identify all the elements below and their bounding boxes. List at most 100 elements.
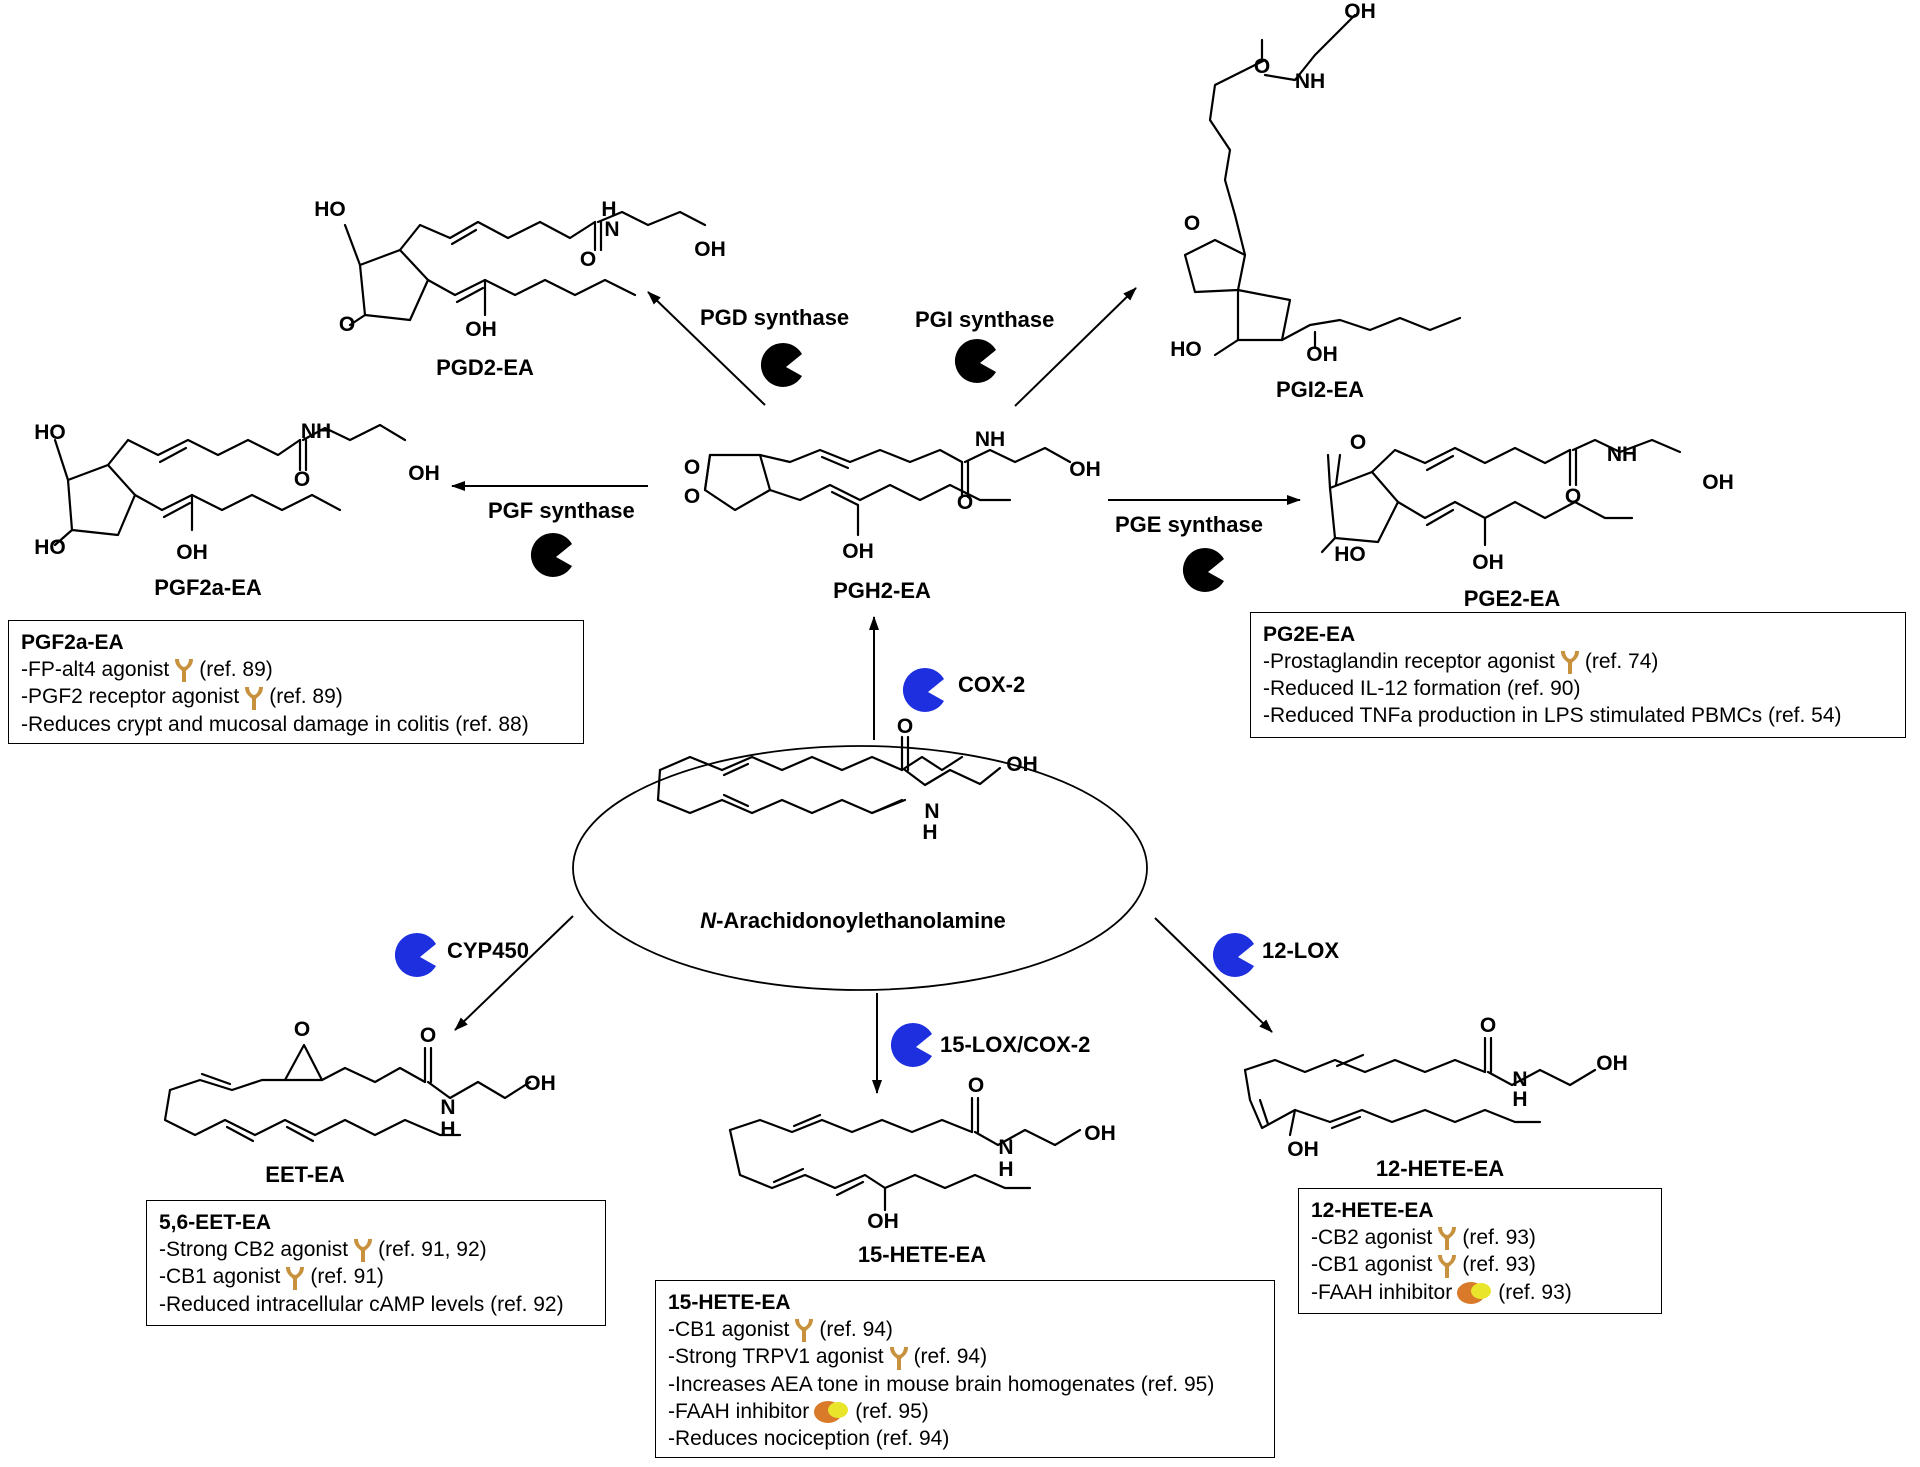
faah-blob-icon: [1457, 1282, 1492, 1305]
y-receptor-icon: [175, 659, 194, 683]
enzyme-label-cox2: COX-2: [958, 672, 1026, 697]
info-line: -Reduced IL-12 formation (ref. 90): [1263, 677, 1581, 701]
enzyme-label-pgi: PGI synthase: [915, 307, 1055, 332]
15hete-n-label: N: [998, 1136, 1014, 1159]
pgh2-nh-label: NH: [974, 428, 1006, 451]
info-line: -FAAH inhibitor(ref. 95): [668, 1398, 1260, 1425]
12hete-h-label: H: [1512, 1088, 1528, 1111]
pge2-ho-label: HO: [1334, 543, 1366, 566]
compound-name-pgd2: PGD2-EA: [436, 355, 534, 380]
pgh2-o1-label: O: [683, 456, 701, 479]
info-line: -Reduced intracellular cAMP levels (ref.…: [159, 1292, 564, 1316]
15hete-oh2-label: OH: [867, 1210, 899, 1233]
pge2-oh-label: OH: [1472, 551, 1504, 574]
info-box-15hete: 15-HETE-EA -CB1 agonist(ref. 94) -Strong…: [655, 1280, 1275, 1458]
pgf2a-oh2-label: OH: [408, 462, 440, 485]
info-box-title: 15-HETE-EA: [668, 1291, 791, 1314]
compound-name-15hete: 15-HETE-EA: [857, 1242, 987, 1267]
pge2-o2-label: O: [1564, 485, 1582, 508]
pgh2-oh2-label: OH: [842, 540, 874, 563]
pgh2-o-label: O: [956, 491, 974, 514]
compound-name-pge2: PGE2-EA: [1463, 586, 1561, 611]
info-box-title: 12-HETE-EA: [1311, 1199, 1434, 1222]
info-box-eet: 5,6-EET-EA -Strong CB2 agonist(ref. 91, …: [146, 1200, 606, 1326]
pgf2a-o-label: O: [293, 468, 311, 491]
pgd2-oh-label: OH: [694, 238, 726, 261]
info-line: -FP-alt4 agonist(ref. 89): [21, 656, 569, 683]
y-receptor-icon: [354, 1239, 373, 1263]
enzyme-label-15lox: 15-LOX/COX-2: [940, 1032, 1091, 1057]
pacman-enzyme-icon: [954, 338, 996, 383]
15hete-structure: [728, 1096, 1082, 1212]
pgi2-oh-label: OH: [1344, 0, 1376, 23]
info-line: -CB1 agonist(ref. 91): [159, 1263, 591, 1290]
y-receptor-icon: [1438, 1254, 1457, 1278]
pgd2-h-label: H: [601, 198, 617, 221]
pge2-nh-label: NH: [1606, 443, 1638, 466]
info-box-pgf2a: PGF2a-EA -FP-alt4 agonist(ref. 89) -PGF2…: [8, 620, 584, 744]
pgf2a-oh-label: OH: [176, 541, 208, 564]
pgf2a-structure: [53, 423, 407, 547]
info-line: -PGF2 receptor agonist(ref. 89): [21, 683, 569, 710]
pgf2a-ho2-label: HO: [34, 536, 66, 559]
info-line: -Prostaglandin receptor agonist(ref. 74): [1263, 648, 1891, 675]
arrow-to-12hete: [1154, 917, 1273, 1033]
eet-oh-label: OH: [524, 1072, 556, 1095]
pge2-structure: [1320, 438, 1682, 554]
12hete-oh2-label: OH: [1287, 1138, 1319, 1161]
compound-name-12hete: 12-HETE-EA: [1375, 1156, 1505, 1181]
pgd2-ho-label: HO: [314, 198, 346, 221]
pge2-oh2-label: OH: [1702, 471, 1734, 494]
12hete-structure: [1243, 1036, 1597, 1137]
12hete-n-label: N: [1512, 1068, 1528, 1091]
aea-structure: [656, 735, 1002, 815]
pgi2-ho-label: HO: [1170, 338, 1202, 361]
pacman-enzyme-icon: [1212, 932, 1254, 977]
pacman-enzyme-icon: [890, 1022, 932, 1067]
pgi2-oh2-label: OH: [1306, 343, 1338, 366]
info-line: -Reduces nociception (ref. 94): [668, 1427, 950, 1451]
aea-h-label: H: [922, 821, 938, 844]
pgi2-nh-label: NH: [1294, 70, 1326, 93]
info-box-12hete: 12-HETE-EA -CB2 agonist(ref. 93) -CB1 ag…: [1298, 1188, 1662, 1314]
15hete-h-label: H: [998, 1158, 1014, 1181]
pgf2a-nh-label: NH: [300, 420, 332, 443]
aea-oh-label: OH: [1006, 753, 1038, 776]
arrow-to-pgi2: [1014, 287, 1137, 407]
enzyme-label-pgf: PGF synthase: [488, 498, 635, 523]
info-line: -FAAH inhibitor(ref. 93): [1311, 1279, 1647, 1306]
eet-n-label: N: [440, 1096, 456, 1119]
enzyme-label-pge: PGE synthase: [1115, 512, 1263, 537]
compound-name-eet: EET-EA: [265, 1162, 345, 1187]
pgi2-structure: [1183, 13, 1462, 357]
12hete-oh-label: OH: [1596, 1052, 1628, 1075]
pgd2-o-label: O: [338, 313, 356, 336]
info-line: -CB1 agonist(ref. 94): [668, 1316, 1260, 1343]
y-receptor-icon: [286, 1266, 305, 1290]
y-receptor-icon: [245, 686, 264, 710]
info-line: -Increases AEA tone in mouse brain homog…: [668, 1372, 1215, 1396]
info-box-title: PG2E-EA: [1263, 623, 1356, 646]
pgh2-o2-label: O: [683, 485, 701, 508]
faah-blob-icon: [814, 1401, 849, 1424]
pgd2-o2-label: O: [579, 248, 597, 271]
eet-epoxide-o-label: O: [293, 1018, 311, 1041]
info-line: -Reduces crypt and mucosal damage in col…: [21, 712, 529, 736]
pacman-enzyme-icon: [1182, 547, 1224, 592]
aea-o-label: O: [896, 715, 914, 738]
compound-name-pgi2: PGI2-EA: [1275, 377, 1365, 402]
info-line: -Strong TRPV1 agonist(ref. 94): [668, 1343, 1260, 1370]
enzyme-label-12lox: 12-LOX: [1262, 938, 1340, 963]
info-box-pge2: PG2E-EA -Prostaglandin receptor agonist(…: [1250, 612, 1906, 738]
y-receptor-icon: [1560, 651, 1579, 675]
arrow-to-pgd2: [647, 291, 766, 406]
pgd2-n-label: N: [604, 218, 620, 241]
15hete-oh-label: OH: [1084, 1122, 1116, 1145]
info-line: -Reduced TNFa production in LPS stimulat…: [1263, 704, 1842, 728]
eet-o-label: O: [419, 1024, 437, 1047]
pgf2a-ho-label: HO: [34, 421, 66, 444]
info-line: -Strong CB2 agonist(ref. 91, 92): [159, 1236, 591, 1263]
pgh2-structure: [703, 446, 1072, 537]
pgd2-structure: [343, 210, 707, 327]
